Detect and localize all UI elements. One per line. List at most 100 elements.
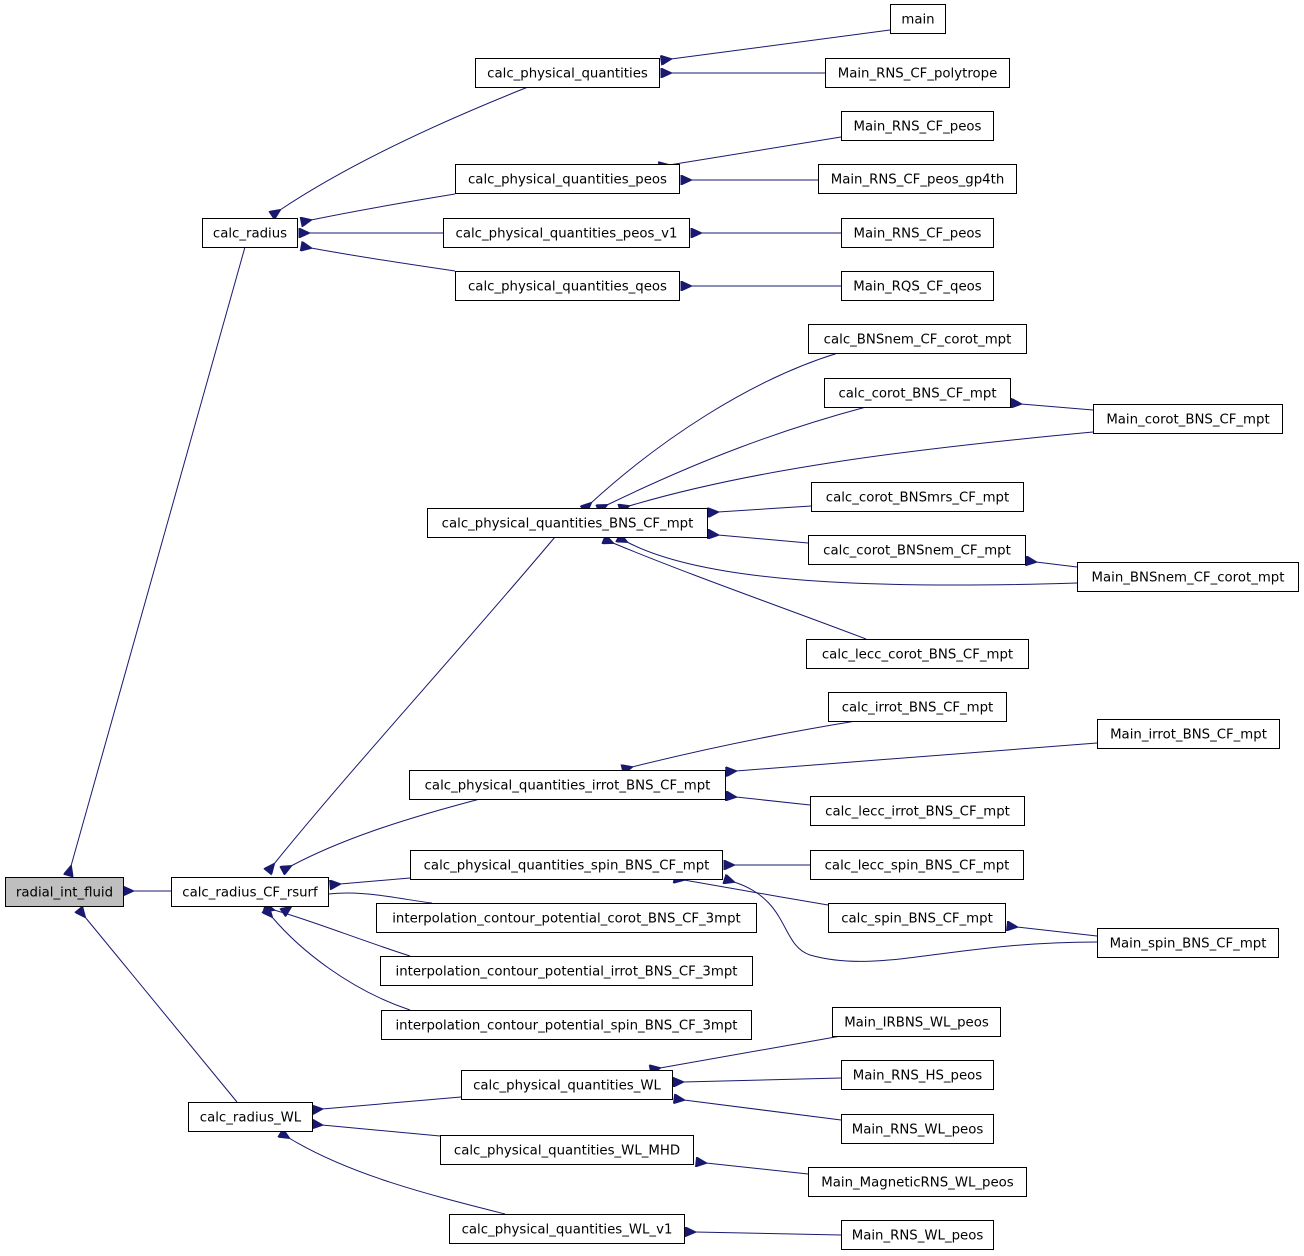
edge-line xyxy=(684,880,829,906)
node-interpolation-contour-potential-corot-bns-cf-3mpt[interactable]: interpolation_contour_potential_corot_BN… xyxy=(376,903,757,933)
node-calc-physical-quantities[interactable]: calc_physical_quantities xyxy=(475,58,660,88)
node-calc-corot-bns-cf-mpt[interactable]: calc_corot_BNS_CF_mpt xyxy=(824,378,1011,408)
node-main-rns-cf-peos[interactable]: Main_RNS_CF_peos xyxy=(841,111,994,141)
node-box xyxy=(890,4,946,34)
node-box xyxy=(841,1220,994,1250)
node-calc-radius[interactable]: calc_radius xyxy=(202,218,298,248)
edge-line xyxy=(684,1100,842,1121)
node-main-magneticrns-wl-peos[interactable]: Main_MagneticRNS_WL_peos xyxy=(808,1167,1027,1197)
node-main[interactable]: main xyxy=(890,4,946,34)
node-calc-lecc-spin-bns-cf-mpt[interactable]: calc_lecc_spin_BNS_CF_mpt xyxy=(810,850,1024,880)
node-calc-physical-quantities-wl-v1[interactable]: calc_physical_quantities_WL_v1 xyxy=(449,1214,685,1244)
node-main-rns-wl-peos[interactable]: Main_RNS_WL_peos xyxy=(841,1114,994,1144)
edge-main-irrot-bns-cf-mpt-to-calc-physical-quantities-irrot-bns-cf-mpt xyxy=(736,742,1098,771)
edge-calc-lecc-corot-bns-cf-mpt-to-calc-physical-quantities-bns-cf-mpt xyxy=(613,543,867,640)
edge-interpolation-contour-potential-spin-bns-cf-3mpt-to-calc-radius-cf-rsurf xyxy=(272,917,411,1011)
node-box xyxy=(381,1010,752,1040)
node-box xyxy=(810,796,1025,826)
node-calc-corot-bnsmrs-cf-mpt[interactable]: calc_corot_BNSmrs_CF_mpt xyxy=(811,482,1024,512)
node-calc-lecc-corot-bns-cf-mpt[interactable]: calc_lecc_corot_BNS_CF_mpt xyxy=(806,639,1029,669)
node-main-bnsnem-cf-corot-mpt[interactable]: Main_BNSnem_CF_corot_mpt xyxy=(1077,562,1299,592)
node-label: calc_BNSnem_CF_corot_mpt xyxy=(824,333,1012,348)
node-main-irbns-wl-peos[interactable]: Main_IRBNS_WL_peos xyxy=(832,1007,1001,1037)
edge-line xyxy=(322,1096,462,1109)
edge-line xyxy=(706,1163,809,1175)
node-interpolation-contour-potential-irrot-bns-cf-3mpt[interactable]: interpolation_contour_potential_irrot_BN… xyxy=(380,956,753,986)
nodes-layer: radial_int_fluidcalc_radiuscalc_radius_C… xyxy=(5,4,1299,1250)
node-calc-physical-quantities-qeos[interactable]: calc_physical_quantities_qeos xyxy=(455,271,680,301)
node-calc-radius-cf-rsurf[interactable]: calc_radius_CF_rsurf xyxy=(171,877,329,907)
node-label: calc_physical_quantities xyxy=(487,67,648,82)
node-box xyxy=(808,1167,1027,1197)
node-calc-physical-quantities-wl-mhd[interactable]: calc_physical_quantities_WL_MHD xyxy=(440,1135,694,1165)
node-interpolation-contour-potential-spin-bns-cf-3mpt[interactable]: interpolation_contour_potential_spin_BNS… xyxy=(381,1010,752,1040)
node-label: Main_BNSnem_CF_corot_mpt xyxy=(1092,571,1285,586)
edge-line xyxy=(736,742,1098,771)
node-label: calc_lecc_corot_BNS_CF_mpt xyxy=(822,648,1013,663)
edge-main-rns-hs-peos-to-calc-physical-quantities-wl xyxy=(683,1078,842,1082)
node-calc-physical-quantities-wl[interactable]: calc_physical_quantities_WL xyxy=(461,1070,673,1100)
node-box xyxy=(841,271,994,301)
edge-main-corot-bns-cf-mpt-to-calc-corot-bns-cf-mpt xyxy=(1021,404,1094,411)
node-label: Main_RNS_WL_peos xyxy=(852,1123,984,1138)
node-label: calc_corot_BNS_CF_mpt xyxy=(838,387,996,402)
node-calc-physical-quantities-peos[interactable]: calc_physical_quantities_peos xyxy=(455,164,680,194)
node-box xyxy=(449,1214,685,1244)
edge-calc-radius-to-radial-int-fluid xyxy=(71,246,246,866)
node-main-spin-bns-cf-mpt[interactable]: Main_spin_BNS_CF_mpt xyxy=(1097,928,1279,958)
node-box xyxy=(841,1060,994,1090)
node-label: Main_corot_BNS_CF_mpt xyxy=(1106,413,1269,428)
node-main-irrot-bns-cf-mpt[interactable]: Main_irrot_BNS_CF_mpt xyxy=(1097,719,1280,749)
node-main-rns-cf-peos-gp4th[interactable]: Main_RNS_CF_peos_gp4th xyxy=(818,164,1017,194)
node-box xyxy=(808,535,1026,565)
node-box xyxy=(808,324,1027,354)
node-calc-physical-quantities-spin-bns-cf-mpt[interactable]: calc_physical_quantities_spin_BNS_CF_mpt xyxy=(410,850,723,880)
node-label: calc_physical_quantities_BNS_CF_mpt xyxy=(442,517,694,532)
edge-line xyxy=(607,406,867,505)
node-main-rns-hs-peos[interactable]: Main_RNS_HS_peos xyxy=(841,1060,994,1090)
edge-calc-physical-quantities-irrot-bns-cf-mpt-to-calc-radius-cf-rsurf xyxy=(291,798,481,866)
node-box xyxy=(1097,719,1280,749)
node-calc-spin-bns-cf-mpt[interactable]: calc_spin_BNS_CF_mpt xyxy=(828,903,1006,933)
node-box xyxy=(376,903,757,933)
edge-calc-physical-quantities-spin-bns-cf-mpt-to-calc-radius-cf-rsurf xyxy=(340,877,411,884)
node-label: calc_radius_WL xyxy=(200,1111,302,1126)
node-calc-corot-bnsnem-cf-mpt[interactable]: calc_corot_BNSnem_CF_mpt xyxy=(808,535,1026,565)
node-box xyxy=(818,164,1017,194)
node-box xyxy=(171,877,329,907)
node-calc-physical-quantities-irrot-bns-cf-mpt[interactable]: calc_physical_quantities_irrot_BNS_CF_mp… xyxy=(409,770,726,800)
edge-calc-radius-wl-to-radial-int-fluid xyxy=(85,917,238,1103)
node-label: interpolation_contour_potential_spin_BNS… xyxy=(395,1019,737,1034)
edge-line xyxy=(632,720,857,767)
edge-calc-irrot-bns-cf-mpt-to-calc-physical-quantities-irrot-bns-cf-mpt xyxy=(632,720,857,767)
edge-line xyxy=(274,536,556,864)
node-main-rns-wl-peos[interactable]: Main_RNS_WL_peos xyxy=(841,1220,994,1250)
edge-calc-physical-quantities-wl-v1-to-calc-radius-wl xyxy=(289,1138,506,1215)
edge-line xyxy=(1017,927,1098,937)
node-calc-irrot-bns-cf-mpt[interactable]: calc_irrot_BNS_CF_mpt xyxy=(828,692,1007,722)
edges-layer xyxy=(71,29,1098,1235)
edge-line xyxy=(669,136,842,165)
edge-line xyxy=(718,535,809,544)
node-label: Main_RNS_WL_peos xyxy=(852,1229,984,1244)
node-box xyxy=(409,770,726,800)
node-main-rqs-cf-qeos[interactable]: Main_RQS_CF_qeos xyxy=(841,271,994,301)
edge-calc-physical-quantities-wl-to-calc-radius-wl xyxy=(322,1096,462,1109)
node-box xyxy=(410,850,723,880)
node-calc-physical-quantities-peos-v1[interactable]: calc_physical_quantities_peos_v1 xyxy=(443,218,690,248)
node-main-corot-bns-cf-mpt[interactable]: Main_corot_BNS_CF_mpt xyxy=(1093,404,1283,434)
node-calc-lecc-irrot-bns-cf-mpt[interactable]: calc_lecc_irrot_BNS_CF_mpt xyxy=(810,796,1025,826)
node-calc-radius-wl[interactable]: calc_radius_WL xyxy=(188,1102,313,1132)
node-box xyxy=(455,271,680,301)
edge-main-spin-bns-cf-mpt-to-calc-spin-bns-cf-mpt xyxy=(1017,927,1098,937)
edge-main-magneticrns-wl-peos-to-calc-physical-quantities-wl-mhd xyxy=(706,1163,809,1175)
node-label: calc_lecc_spin_BNS_CF_mpt xyxy=(825,859,1010,874)
node-box xyxy=(455,164,680,194)
node-calc-bnsnem-cf-corot-mpt[interactable]: calc_BNSnem_CF_corot_mpt xyxy=(808,324,1027,354)
node-calc-physical-quantities-bns-cf-mpt[interactable]: calc_physical_quantities_BNS_CF_mpt xyxy=(427,508,708,538)
node-main-rns-cf-polytrope[interactable]: Main_RNS_CF_polytrope xyxy=(825,58,1010,88)
edge-main-corot-bns-cf-mpt-to-calc-physical-quantities-bns-cf-mpt xyxy=(629,431,1094,506)
node-main-rns-cf-peos[interactable]: Main_RNS_CF_peos xyxy=(841,218,994,248)
node-label: calc_radius xyxy=(213,227,287,242)
node-label: Main_spin_BNS_CF_mpt xyxy=(1110,937,1267,952)
